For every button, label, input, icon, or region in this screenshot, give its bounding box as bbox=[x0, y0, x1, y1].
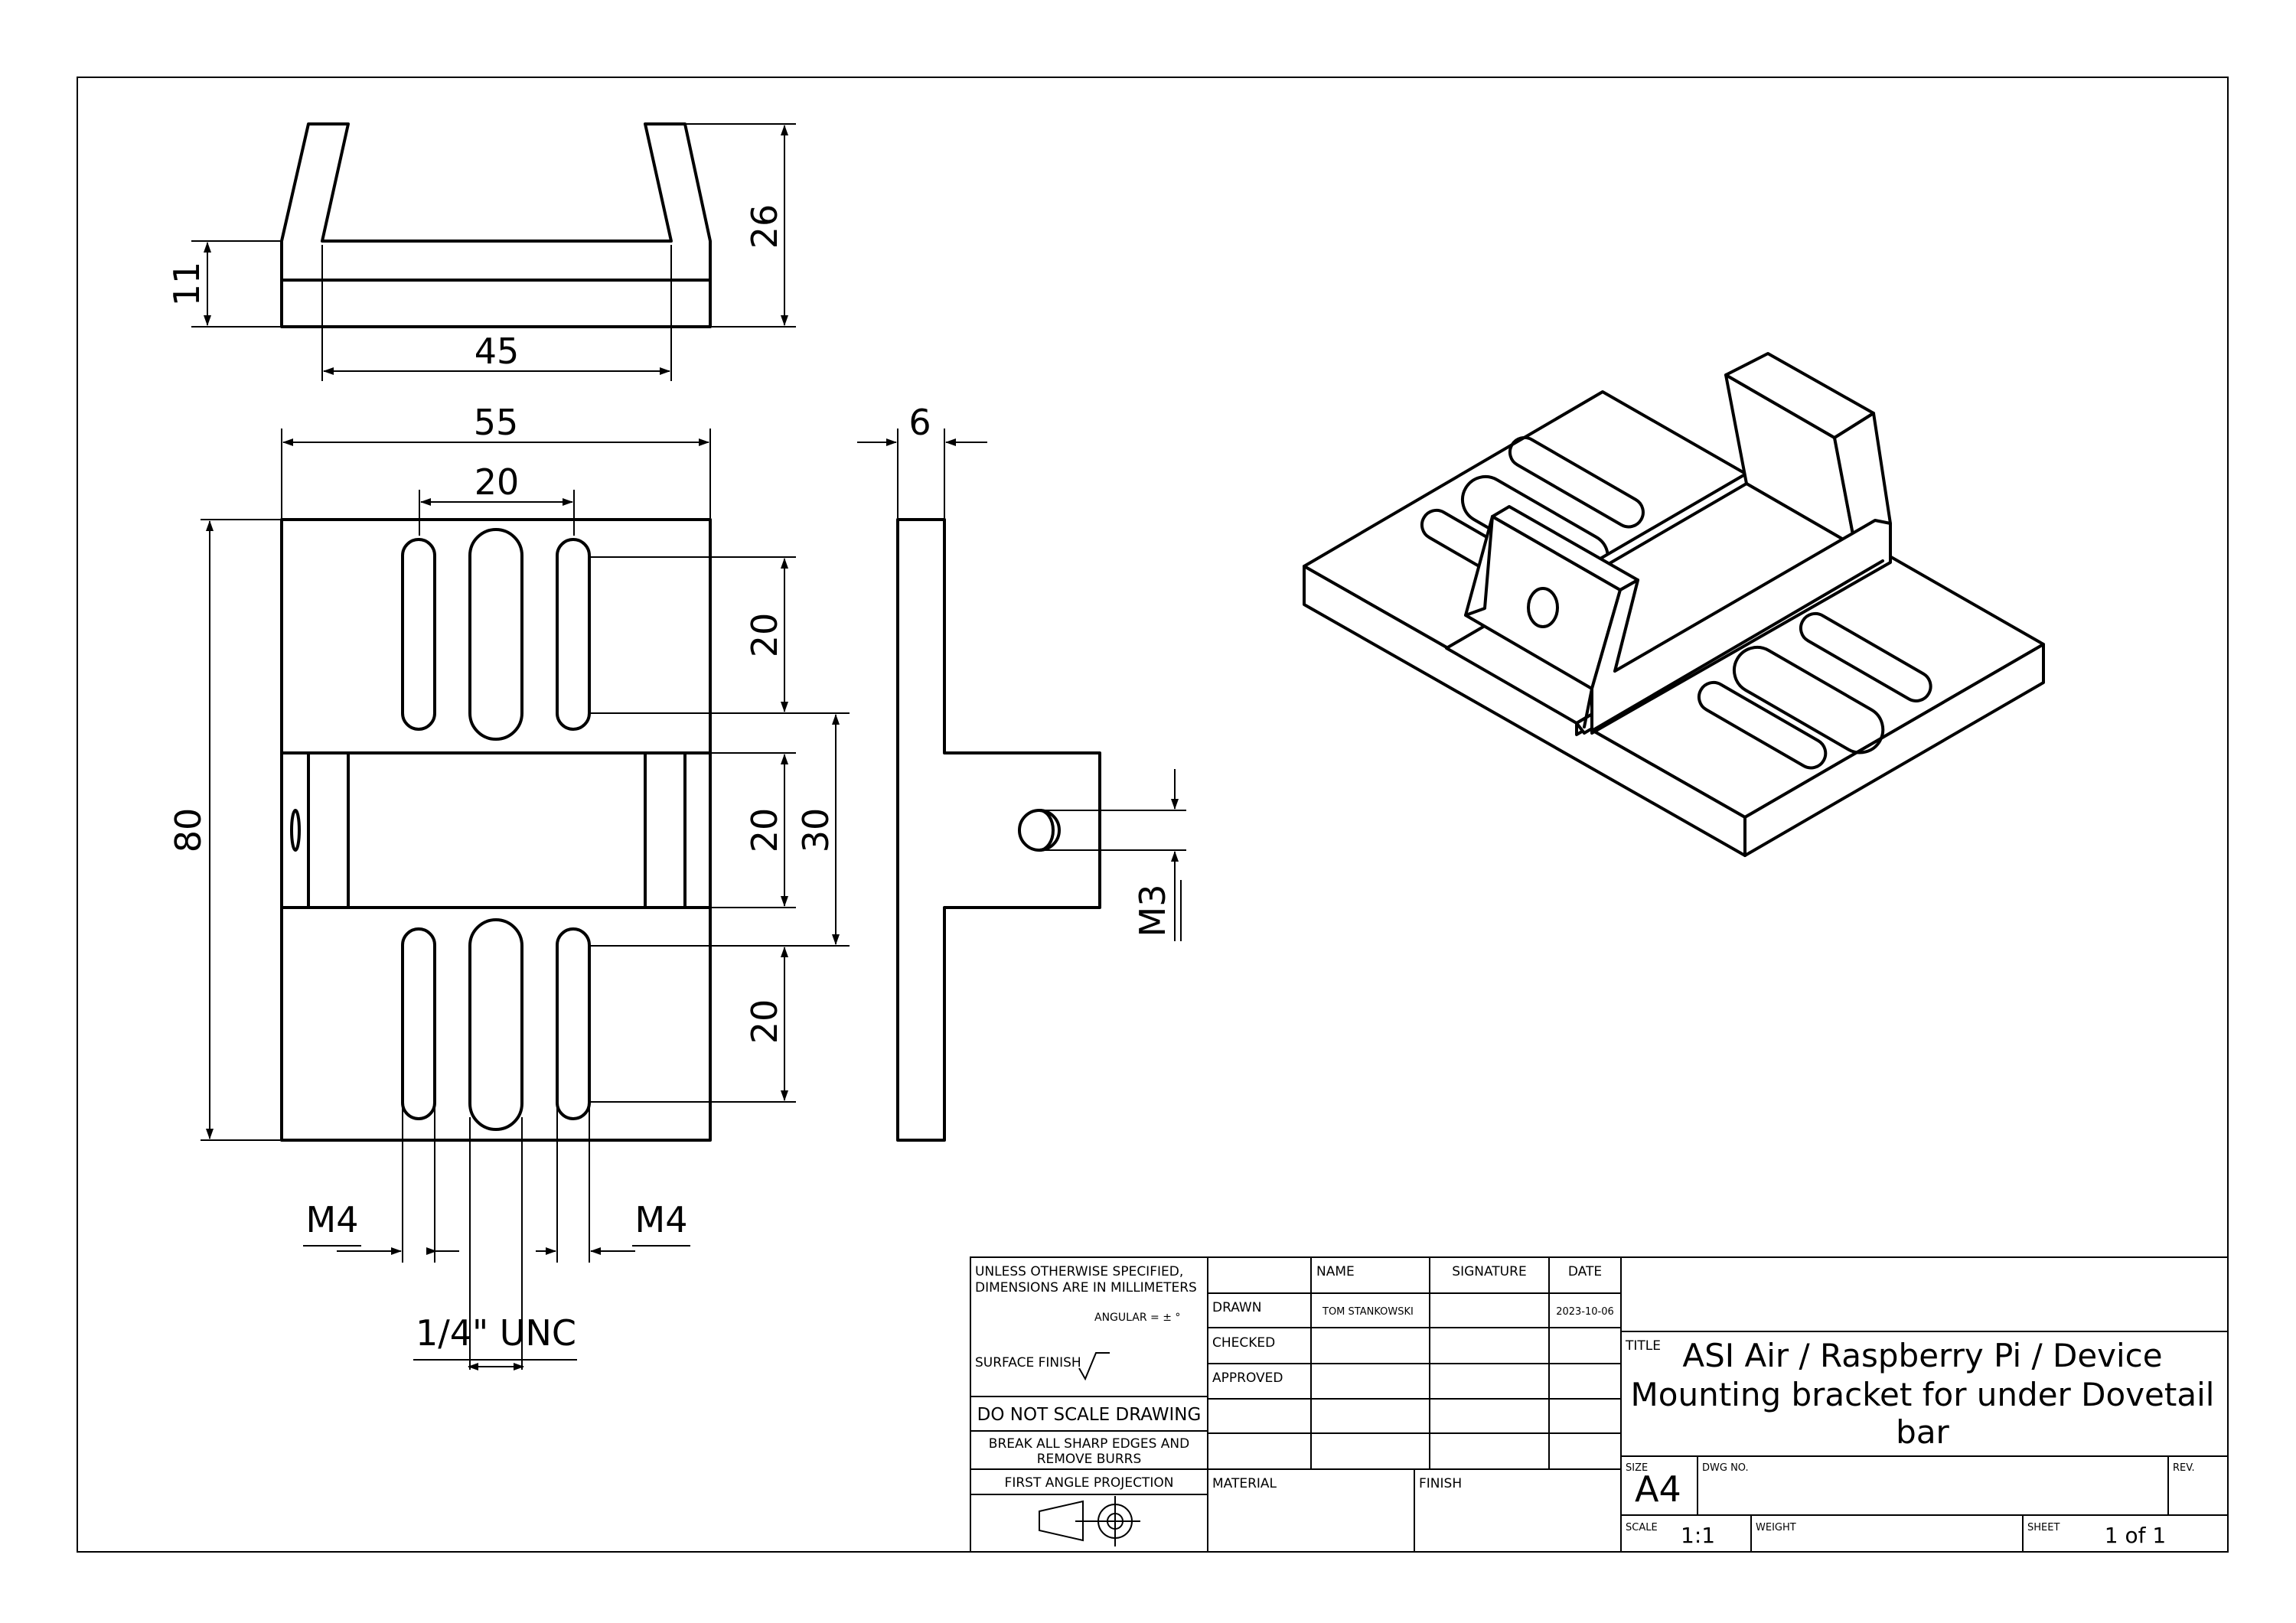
break-edges-line2: REMOVE BURRS bbox=[1037, 1452, 1142, 1467]
dim-front-slot-upper: 20 bbox=[744, 613, 785, 658]
slot-m4-lower-right bbox=[556, 927, 591, 1120]
dim-front-center-outer: 30 bbox=[795, 808, 837, 853]
title-label: TITLE bbox=[1625, 1338, 1661, 1354]
dim-top-height: 26 bbox=[744, 204, 785, 249]
slot-unc-lower bbox=[468, 918, 523, 1131]
dim-front-height: 80 bbox=[168, 808, 209, 853]
rev-label: REV. bbox=[2173, 1462, 2195, 1474]
title-line1: ASI Air / Raspberry Pi / Device bbox=[1682, 1337, 2162, 1374]
col-name: NAME bbox=[1316, 1264, 1355, 1279]
title-block: UNLESS OTHERWISE SPECIFIED, DIMENSIONS A… bbox=[970, 1256, 2229, 1553]
title-line3: bar bbox=[1896, 1413, 1949, 1451]
dim-front-center: 20 bbox=[744, 808, 785, 853]
surface-finish-icon bbox=[1078, 1352, 1110, 1381]
slot-m4-lower-left bbox=[401, 927, 436, 1120]
first-angle-projection-icon bbox=[1039, 1496, 1140, 1546]
break-edges-line1: BREAK ALL SHARP EDGES AND bbox=[989, 1436, 1189, 1452]
dwg-no-label: DWG NO. bbox=[1702, 1462, 1749, 1474]
sheet-label: SHEET bbox=[2027, 1522, 2060, 1533]
dim-side-thickness: 6 bbox=[908, 402, 931, 443]
angular-tolerance: ANGULAR = ± ° bbox=[1094, 1312, 1180, 1324]
scale-value: 1:1 bbox=[1681, 1523, 1715, 1548]
sheet-value: 1 of 1 bbox=[2105, 1523, 2166, 1548]
drawn-date: 2023-10-06 bbox=[1556, 1306, 1614, 1318]
note-m3: M3 bbox=[1132, 885, 1173, 937]
material-label: MATERIAL bbox=[1212, 1476, 1277, 1491]
side-view: 6 M3 bbox=[857, 402, 1186, 1142]
note-m4-left: M4 bbox=[306, 1199, 359, 1240]
slot-m4-upper-right bbox=[556, 538, 591, 731]
size-label: SIZE bbox=[1626, 1462, 1648, 1474]
finish-label: FINISH bbox=[1419, 1476, 1462, 1491]
col-date: DATE bbox=[1568, 1264, 1602, 1279]
top-view: 26 11 45 bbox=[166, 122, 796, 381]
dim-top-lip: 11 bbox=[166, 262, 207, 307]
scale-label: SCALE bbox=[1626, 1522, 1658, 1533]
row-checked: CHECKED bbox=[1212, 1335, 1275, 1351]
dim-front-slot-spacing: 20 bbox=[475, 461, 520, 503]
row-drawn: DRAWN bbox=[1212, 1300, 1261, 1315]
weight-label: WEIGHT bbox=[1756, 1522, 1796, 1533]
title-line2: Mounting bracket for under Dovetail bbox=[1631, 1376, 2215, 1413]
projection-label: FIRST ANGLE PROJECTION bbox=[1005, 1475, 1174, 1491]
isometric-view bbox=[1303, 352, 2045, 857]
surface-finish-label: SURFACE FINISH bbox=[975, 1355, 1081, 1370]
general-note-line2: DIMENSIONS ARE IN MILLIMETERS bbox=[975, 1280, 1197, 1295]
note-unc: 1/4" UNC bbox=[416, 1312, 576, 1354]
dim-front-slot-lower: 20 bbox=[744, 999, 785, 1045]
drawn-name: TOM STANKOWSKI bbox=[1322, 1306, 1414, 1318]
note-m4-right: M4 bbox=[635, 1199, 688, 1240]
col-signature: SIGNATURE bbox=[1452, 1264, 1526, 1279]
front-view: 55 20 80 20 20 30 20 M4 M4 1/4" UNC bbox=[168, 402, 850, 1370]
size-value: A4 bbox=[1635, 1468, 1681, 1510]
slot-unc-upper bbox=[468, 528, 523, 741]
row-approved: APPROVED bbox=[1212, 1370, 1283, 1386]
slot-m4-upper-left bbox=[401, 538, 436, 731]
dim-top-inner-width: 45 bbox=[475, 331, 520, 372]
drawing-border bbox=[77, 77, 2229, 1553]
general-note-line1: UNLESS OTHERWISE SPECIFIED, bbox=[975, 1264, 1183, 1279]
do-not-scale-note: DO NOT SCALE DRAWING bbox=[977, 1405, 1202, 1425]
dim-front-width: 55 bbox=[474, 402, 519, 443]
